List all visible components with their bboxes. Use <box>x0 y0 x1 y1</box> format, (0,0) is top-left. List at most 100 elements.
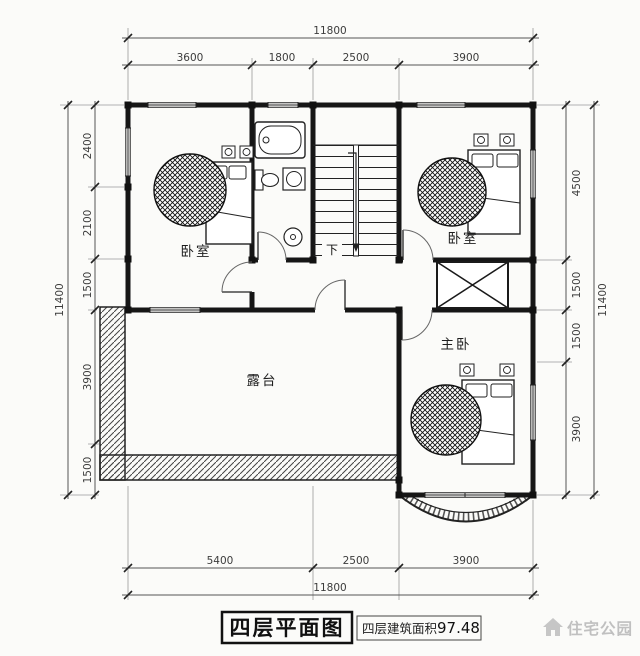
dimension-chain-bottom: 5400 2500 3900 11800 <box>122 486 539 600</box>
dim-left-seg-4: 1500 <box>82 457 94 484</box>
bed-master <box>410 363 515 465</box>
dim-left-seg-3: 3900 <box>82 364 94 391</box>
dim-left-seg-0: 2400 <box>82 133 94 160</box>
washing-machine-drum <box>286 171 302 187</box>
extension-lines-left <box>60 104 124 496</box>
stair-direction-line <box>348 152 357 244</box>
room-labels: 卧室 卧室 主卧 <box>181 230 479 353</box>
plan-title-box <box>220 610 354 645</box>
doors <box>221 229 434 341</box>
bathroom-fixtures <box>254 121 306 247</box>
dim-bottom-total: 11800 <box>313 582 346 594</box>
dim-right-total: 11400 <box>597 283 609 316</box>
lamp <box>224 148 233 156</box>
dimension-chain-top: 11800 3600 1800 2500 3900 <box>122 25 539 100</box>
door-swing-arcs <box>221 229 434 341</box>
room-label-bedroom-right: 卧室 <box>448 230 479 247</box>
round-rug <box>417 157 487 227</box>
shaft-x-box <box>436 261 509 309</box>
extension-lines-bottom <box>127 486 534 600</box>
pillow <box>471 153 494 168</box>
lamp <box>463 366 471 374</box>
pillow <box>496 153 519 168</box>
area-label: 四层建筑面积 <box>362 621 437 636</box>
terrace: 露台 <box>99 306 400 481</box>
bathtub-inner <box>258 125 302 155</box>
dimension-chain-left: 2400 2100 1500 3900 1500 11400 <box>54 100 124 500</box>
dim-top-seg-1: 1800 <box>269 52 296 64</box>
lamp <box>503 366 511 374</box>
watermark-text: 住宅公园 <box>567 619 633 638</box>
window-master-side <box>530 384 536 441</box>
title-block: 四层平面图 四层建筑面积97.48 <box>220 610 482 645</box>
dim-right-seg-3: 3900 <box>571 416 583 443</box>
dim-left-seg-2: 1500 <box>82 272 94 299</box>
dim-left-seg-1: 2100 <box>82 210 94 237</box>
dim-bottom-seg-1: 2500 <box>343 555 370 567</box>
sliding-door-master-balcony <box>424 492 506 498</box>
dim-bottom-seg-2: 3900 <box>453 555 480 567</box>
door-leaves <box>222 230 404 340</box>
dim-top-seg-2: 2500 <box>343 52 370 64</box>
balcony-hatch <box>404 493 528 522</box>
window-bathroom-top <box>267 102 299 108</box>
dimension-ticks-right <box>561 100 599 500</box>
dim-left-total: 11400 <box>54 283 66 316</box>
balcony-inner-arc <box>410 495 522 514</box>
plan-title: 四层平面图 <box>230 616 345 640</box>
svg-text:四层建筑面积97.48: 四层建筑面积97.48 <box>362 619 480 637</box>
extension-lines-right <box>537 104 600 496</box>
dim-right-seg-1: 1500 <box>571 272 583 299</box>
pillow <box>228 165 247 180</box>
stair-flight-left <box>313 145 354 256</box>
room-label-master: 主卧 <box>441 337 472 353</box>
round-rug <box>153 153 227 227</box>
watermark: 住宅公园 <box>543 618 633 638</box>
terrace-parapet-bottom <box>99 454 400 481</box>
area-value: 97.48 <box>437 619 480 637</box>
dimension-ticks-top <box>123 33 538 70</box>
dimension-chain-right: 4500 1500 1500 3900 11400 <box>537 100 609 500</box>
lamp <box>477 136 485 144</box>
dim-right-seg-2: 1500 <box>571 323 583 350</box>
dimension-ticks-bottom <box>123 563 538 600</box>
down-label-backing <box>322 243 342 256</box>
round-rug <box>410 384 482 456</box>
room-label-terrace: 露台 <box>247 373 278 389</box>
window-bedroom-left-top <box>147 102 197 108</box>
toilet-bowl <box>260 172 280 188</box>
dim-top-seg-0: 3600 <box>177 52 204 64</box>
shaft-diagonals <box>436 261 509 309</box>
bed-bedroom-left <box>153 145 254 245</box>
window-bedroom-left-terrace <box>149 307 201 313</box>
dimension-lines-left <box>67 101 96 499</box>
house-logo-icon <box>543 618 563 636</box>
pillow <box>490 383 513 398</box>
bathtub-drain <box>262 136 270 144</box>
wash-basin-drain <box>290 234 296 240</box>
stair-arrow-head <box>352 243 360 252</box>
dimension-lines-right <box>565 101 595 499</box>
area-box <box>356 615 482 641</box>
balcony-outer-arc <box>399 495 533 523</box>
windows <box>125 102 536 498</box>
stairs: 下 <box>313 144 399 257</box>
dim-top-total: 11800 <box>313 25 346 37</box>
window-bedroom-right-top <box>416 102 466 108</box>
lamp <box>503 136 511 144</box>
balcony-bay <box>399 493 533 523</box>
window-bedroom-left-side <box>125 127 131 177</box>
stair-flight-right <box>358 145 399 256</box>
dim-bottom-seg-0: 5400 <box>207 555 234 567</box>
room-label-bedroom-left: 卧室 <box>181 243 212 260</box>
bed-bedroom-right <box>417 133 521 235</box>
dim-top-seg-3: 3900 <box>453 52 480 64</box>
dim-right-seg-0: 4500 <box>571 170 583 197</box>
terrace-parapet-left <box>99 306 126 481</box>
stairs-down-label: 下 <box>326 243 338 257</box>
dimension-ticks-left <box>63 100 100 500</box>
dimension-lines-top <box>122 37 539 66</box>
